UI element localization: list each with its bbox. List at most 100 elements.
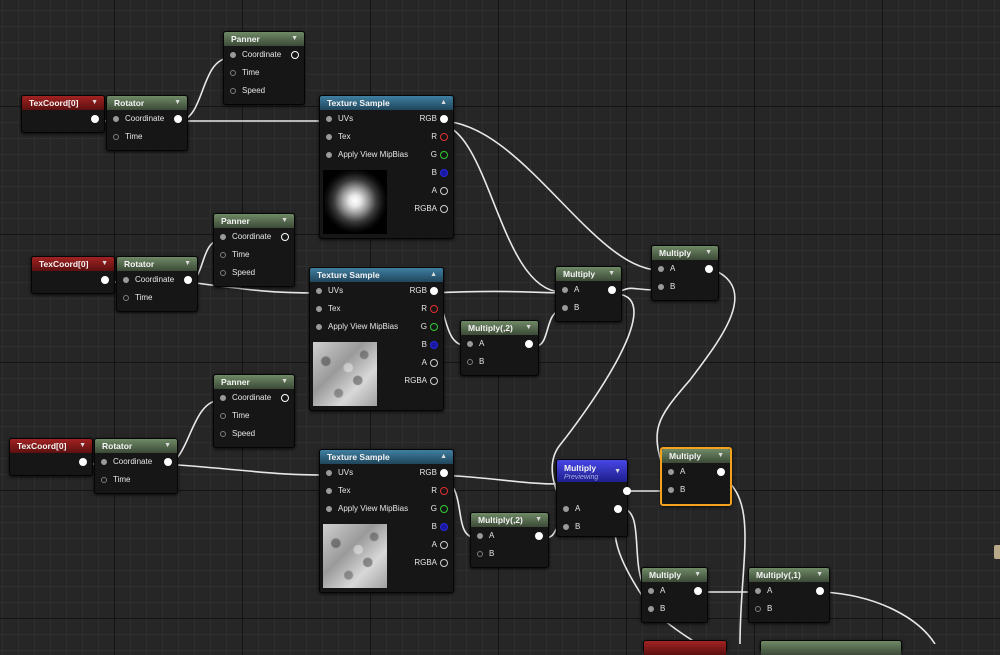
output-pin[interactable] (101, 276, 109, 284)
input-pin[interactable] (326, 506, 332, 512)
input-pin[interactable] (668, 487, 674, 493)
texcoord-node-3[interactable]: TexCoord[0]▼ (9, 438, 93, 476)
panner-node-3[interactable]: Panner▼ Coordinate Time Speed (213, 374, 295, 448)
chevron-down-icon[interactable]: ▼ (79, 442, 86, 449)
node-header[interactable]: Multiply(,2)▼ (471, 513, 548, 527)
node-header[interactable]: Rotator▼ (117, 257, 197, 271)
rotator-node-2[interactable]: Rotator▼ Coordinate Time (116, 256, 198, 312)
node-header[interactable] (644, 641, 726, 655)
node-header[interactable]: Multiply▼Previewing (557, 460, 627, 482)
output-pin[interactable] (535, 532, 543, 540)
input-pin[interactable] (658, 284, 664, 290)
node-header[interactable]: Texture Sample▲ (320, 96, 453, 110)
output-pin[interactable] (440, 151, 448, 159)
input-pin[interactable] (668, 469, 674, 475)
chevron-down-icon[interactable]: ▼ (694, 571, 701, 578)
chevron-down-icon[interactable]: ▼ (281, 378, 288, 385)
chevron-down-icon[interactable]: ▼ (164, 442, 171, 449)
node-header[interactable]: TexCoord[0]▼ (10, 439, 92, 453)
input-pin[interactable] (326, 470, 332, 476)
input-pin[interactable] (562, 287, 568, 293)
chevron-down-icon[interactable]: ▼ (535, 516, 542, 523)
input-pin[interactable] (563, 506, 569, 512)
node-header[interactable]: Rotator▼ (107, 96, 187, 110)
output-pin[interactable] (525, 340, 533, 348)
input-pin[interactable] (648, 606, 654, 612)
input-pin[interactable] (230, 70, 236, 76)
input-pin[interactable] (316, 288, 322, 294)
input-pin[interactable] (113, 134, 119, 140)
multiply-2-node-1[interactable]: Multiply(,2)▼ A B (460, 320, 539, 376)
output-pin[interactable] (440, 559, 448, 567)
input-pin[interactable] (326, 488, 332, 494)
chevron-down-icon[interactable]: ▼ (291, 35, 298, 42)
input-pin[interactable] (467, 341, 473, 347)
chevron-up-icon[interactable]: ▲ (430, 271, 437, 278)
node-header[interactable]: Panner▼ (214, 375, 294, 389)
node-header[interactable]: Panner▼ (214, 214, 294, 228)
input-pin[interactable] (220, 395, 226, 401)
output-pin[interactable] (440, 505, 448, 513)
chevron-down-icon[interactable]: ▼ (525, 324, 532, 331)
panner-node-2[interactable]: Panner▼ Coordinate Time Speed (213, 213, 295, 287)
input-pin[interactable] (477, 533, 483, 539)
chevron-down-icon[interactable]: ▼ (91, 99, 98, 106)
rotator-node-3[interactable]: Rotator▼ Coordinate Time (94, 438, 178, 494)
texcoord-node-1[interactable]: TexCoord[0]▼ (21, 95, 105, 133)
output-pin[interactable] (623, 487, 631, 495)
output-pin[interactable] (430, 323, 438, 331)
chevron-down-icon[interactable]: ▼ (705, 249, 712, 256)
chevron-down-icon[interactable]: ▼ (614, 468, 621, 475)
output-pin[interactable] (440, 487, 448, 495)
output-pin[interactable] (91, 115, 99, 123)
chevron-down-icon[interactable]: ▼ (184, 260, 191, 267)
output-pin[interactable] (430, 305, 438, 313)
output-pin[interactable] (430, 341, 438, 349)
output-pin[interactable] (440, 169, 448, 177)
output-pin[interactable] (440, 187, 448, 195)
panner-node-1[interactable]: Panner▼ Coordinate Time Speed (223, 31, 305, 105)
output-pin[interactable] (694, 587, 702, 595)
node-header[interactable]: Panner▼ (224, 32, 304, 46)
input-pin[interactable] (326, 134, 332, 140)
multiply-node-1[interactable]: Multiply▼ A B (651, 245, 719, 301)
input-pin[interactable] (101, 459, 107, 465)
input-pin[interactable] (113, 116, 119, 122)
input-pin[interactable] (220, 252, 226, 258)
input-pin[interactable] (467, 359, 473, 365)
input-pin[interactable] (220, 413, 226, 419)
input-pin[interactable] (316, 324, 322, 330)
input-pin[interactable] (123, 277, 129, 283)
multiply-1-node[interactable]: Multiply(,1)▼ A B (748, 567, 830, 623)
output-pin[interactable] (608, 286, 616, 294)
output-pin[interactable] (79, 458, 87, 466)
input-pin[interactable] (755, 606, 761, 612)
output-pin[interactable] (430, 377, 438, 385)
partial-green-node[interactable] (760, 640, 902, 655)
output-pin[interactable] (440, 469, 448, 477)
input-pin[interactable] (220, 234, 226, 240)
partial-red-node[interactable] (643, 640, 727, 655)
output-pin[interactable] (440, 133, 448, 141)
node-header[interactable]: Multiply▼ (662, 449, 730, 463)
node-header[interactable]: Multiply(,1)▼ (749, 568, 829, 582)
output-pin[interactable] (184, 276, 192, 284)
output-pin[interactable] (440, 115, 448, 123)
node-header[interactable]: Texture Sample▲ (310, 268, 443, 282)
node-header[interactable]: Multiply▼ (642, 568, 707, 582)
node-header[interactable] (761, 641, 901, 655)
output-pin[interactable] (291, 51, 299, 59)
input-pin[interactable] (563, 524, 569, 530)
node-header[interactable]: Rotator▼ (95, 439, 177, 453)
node-header[interactable]: Texture Sample▲ (320, 450, 453, 464)
output-pin[interactable] (430, 287, 438, 295)
multiply-preview-node[interactable]: Multiply▼Previewing A B (556, 459, 631, 537)
input-pin[interactable] (316, 306, 322, 312)
output-pin[interactable] (430, 359, 438, 367)
input-pin[interactable] (230, 52, 236, 58)
chevron-down-icon[interactable]: ▼ (174, 99, 181, 106)
rotator-node-1[interactable]: Rotator▼ Coordinate Time (106, 95, 188, 151)
